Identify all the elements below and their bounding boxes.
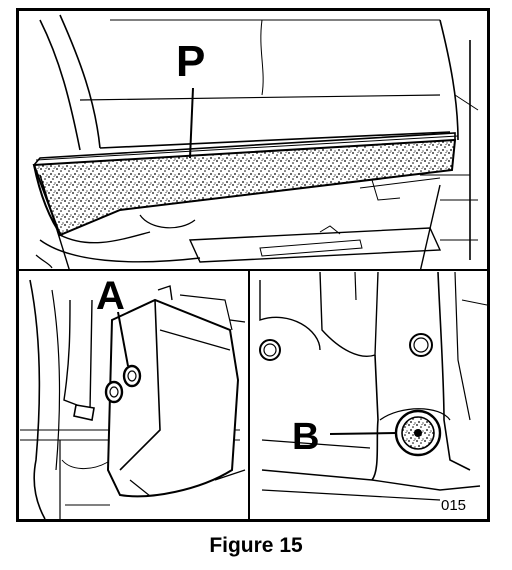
panel-hole-right xyxy=(409,333,433,357)
callout-a: A xyxy=(96,274,125,318)
callout-p: P xyxy=(176,37,206,86)
fixing-nuts-a xyxy=(104,364,142,404)
blanking-plug-b xyxy=(394,409,442,457)
detail-view-a xyxy=(20,279,246,519)
callout-a-leader xyxy=(117,311,129,367)
sill-panel-view xyxy=(32,14,479,269)
callout-b: B xyxy=(292,416,320,458)
figure-caption: Figure 15 xyxy=(209,534,303,557)
callout-b-leader xyxy=(329,432,397,435)
bracket xyxy=(106,298,240,498)
panel-hole-left xyxy=(259,339,281,361)
detail-view-b xyxy=(259,272,487,501)
callout-p-leader xyxy=(189,87,194,159)
figure-reference-code: 015 xyxy=(441,497,467,514)
